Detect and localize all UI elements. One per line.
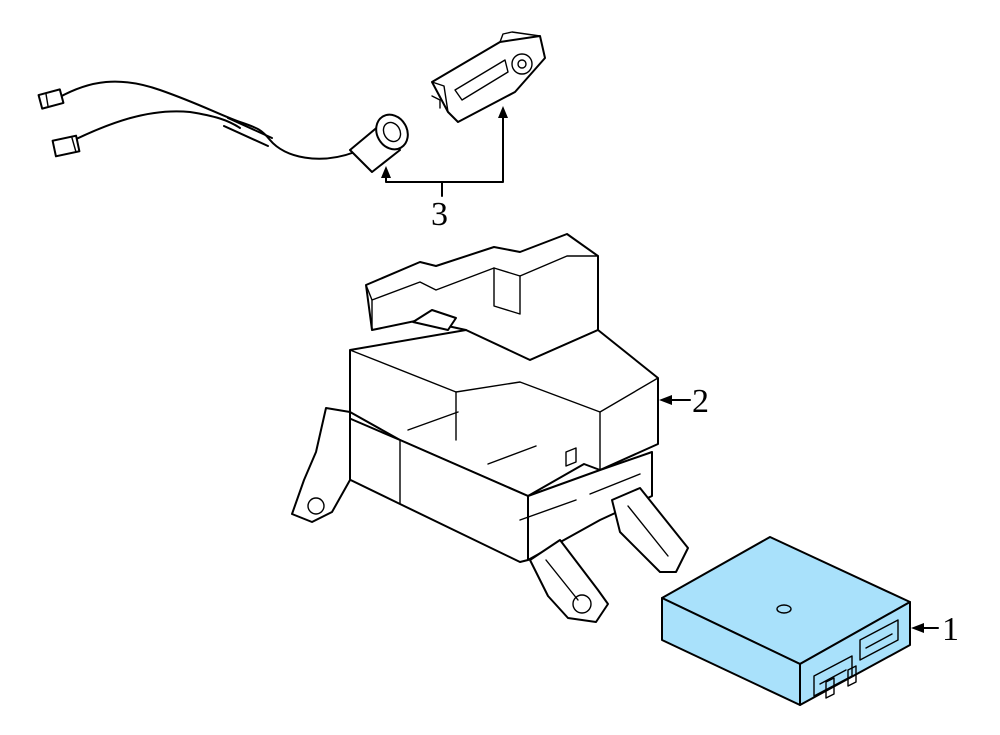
camera-plug-icon — [349, 113, 409, 173]
callout-2: 2 — [692, 383, 709, 420]
mounting-bracket — [291, 233, 689, 623]
camera-harness — [37, 80, 409, 173]
control-module — [661, 536, 911, 706]
callout-1-leader — [911, 623, 939, 633]
callout-2-leader — [659, 395, 691, 405]
connector-b-icon — [51, 134, 81, 158]
camera-housing — [431, 31, 546, 123]
callout-1: 1 — [942, 611, 959, 648]
callout-3: 3 — [431, 196, 448, 233]
callout-3-leader — [381, 106, 508, 197]
connector-a-icon — [37, 88, 65, 110]
